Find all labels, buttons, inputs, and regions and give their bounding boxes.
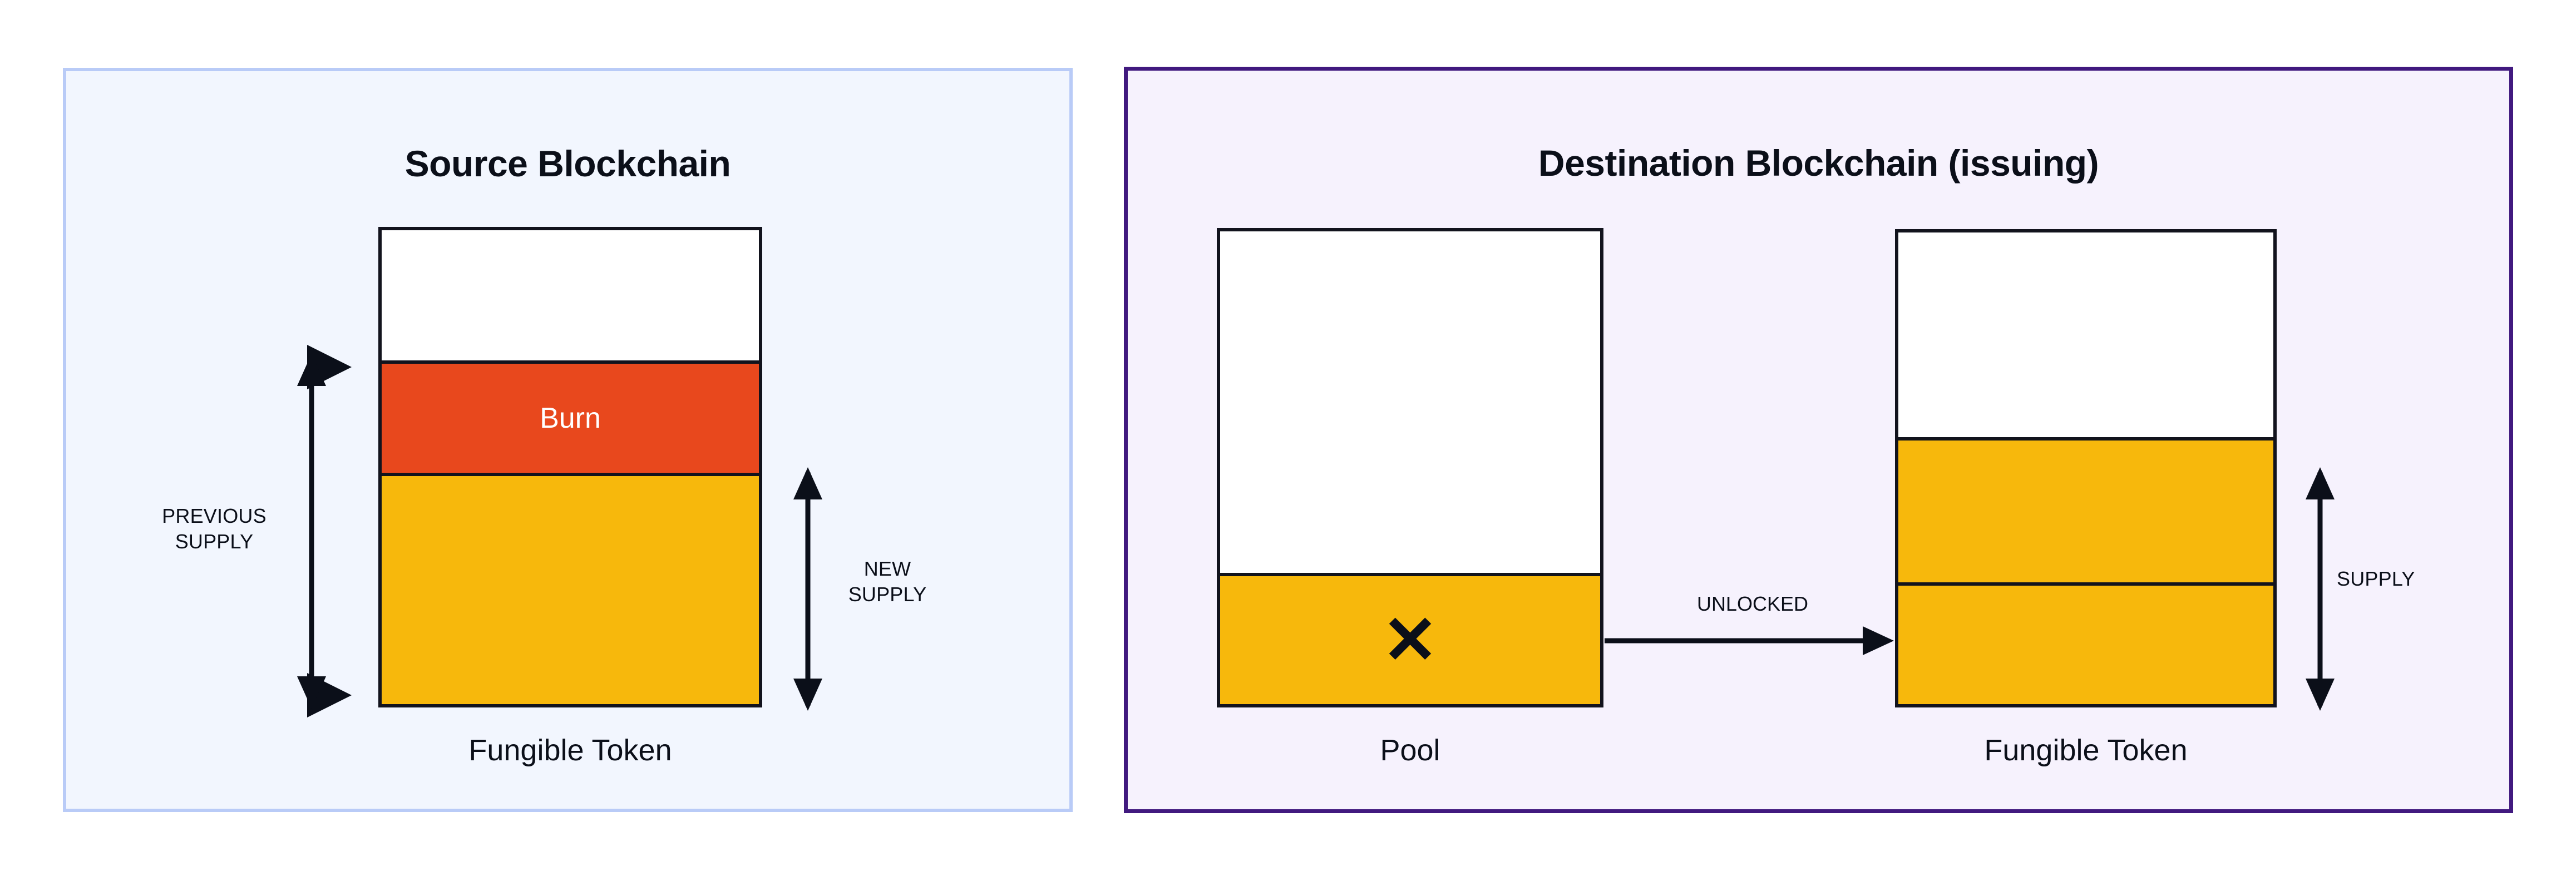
page-title-source: Source Blockchain <box>404 143 731 184</box>
x-mark-icon: ✕ <box>1382 603 1438 678</box>
bar-destination-fungible-token <box>1895 229 2277 707</box>
segment-source-remaining-supply <box>382 472 759 704</box>
segment-dest-empty-headroom <box>1898 232 2273 437</box>
caption-pool: Pool <box>1380 734 1440 767</box>
segment-dest-unlocked-amount <box>1898 437 2273 583</box>
segment-source-burn: Burn <box>382 360 759 473</box>
segment-label-burn: Burn <box>540 402 601 434</box>
measure-label-new-supply: NEW SUPPLY <box>848 557 927 606</box>
page-title-destination: Destination Blockchain (issuing) <box>1538 142 2099 184</box>
segment-pool-balance: ✕ <box>1220 573 1600 704</box>
measure-label-previous-supply: PREVIOUS SUPPLY <box>162 504 267 553</box>
segment-pool-empty-headroom <box>1220 231 1600 573</box>
segment-dest-existing-supply <box>1898 582 2273 704</box>
caption-source-fungible-token: Fungible Token <box>468 734 672 767</box>
caption-destination-fungible-token: Fungible Token <box>1984 734 2188 767</box>
bar-pool: ✕ <box>1217 228 1603 707</box>
bar-source-fungible-token: Burn <box>378 227 762 707</box>
flow-label-unlocked: UNLOCKED <box>1696 592 1809 615</box>
segment-source-empty-headroom <box>382 230 759 360</box>
measure-label-supply: SUPPLY <box>2337 567 2415 590</box>
